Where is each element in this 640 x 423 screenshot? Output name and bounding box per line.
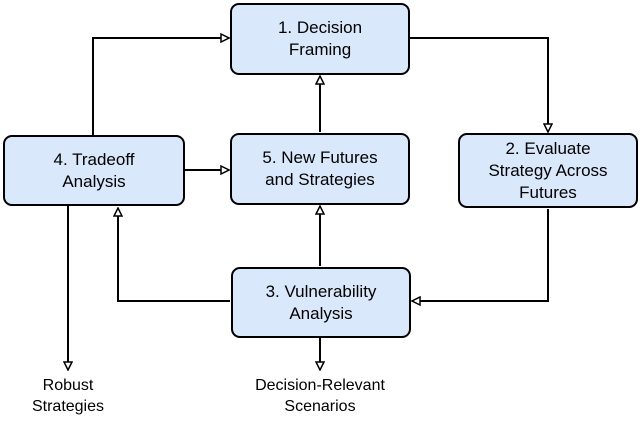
node-tradeoff-analysis-line1: 4. Tradeoff xyxy=(53,149,135,169)
node-evaluate-strategy: 2. Evaluate Strategy Across Futures xyxy=(458,133,638,208)
node-evaluate-strategy-line1: 2. Evaluate xyxy=(505,138,591,158)
node-evaluate-strategy-line3: Futures xyxy=(519,182,577,202)
node-new-futures-line1: 5. New Futures xyxy=(262,148,378,167)
edge-evaluate-to-vulnerability xyxy=(412,209,549,301)
node-tradeoff-analysis-line2: Analysis xyxy=(62,171,126,191)
edge-tradeoff-to-decision-framing xyxy=(92,38,229,135)
node-vulnerability-analysis-line2: Analysis xyxy=(289,303,353,323)
outcome-robust-strategies: Robust Strategies xyxy=(8,375,128,417)
outcome-decision-relevant-scenarios: Decision-Relevant Scenarios xyxy=(225,375,415,417)
node-vulnerability-analysis: 3. Vulnerability Analysis xyxy=(231,267,411,338)
edge-vulnerability-to-tradeoff xyxy=(118,208,230,302)
node-new-futures-line2: and Strategies xyxy=(265,170,375,189)
node-decision-framing: 1. Decision Framing xyxy=(230,3,410,75)
node-evaluate-strategy-line2: Strategy Across xyxy=(488,160,608,180)
node-tradeoff-analysis: 4. Tradeoff Analysis xyxy=(3,135,185,206)
outcome-robust-strategies-line2: Strategies xyxy=(31,398,105,415)
node-new-futures: 5. New Futures and Strategies xyxy=(230,133,410,205)
outcome-robust-strategies-line1: Robust xyxy=(42,377,94,394)
node-decision-framing-line1: 1. Decision xyxy=(277,18,363,37)
outcome-decision-relevant-scenarios-line2: Scenarios xyxy=(284,398,356,415)
edge-decision-framing-to-evaluate xyxy=(410,37,548,132)
node-vulnerability-analysis-line1: 3. Vulnerability xyxy=(265,281,377,301)
outcome-decision-relevant-scenarios-line1: Decision-Relevant xyxy=(255,377,385,394)
node-decision-framing-line2: Framing xyxy=(288,40,352,59)
